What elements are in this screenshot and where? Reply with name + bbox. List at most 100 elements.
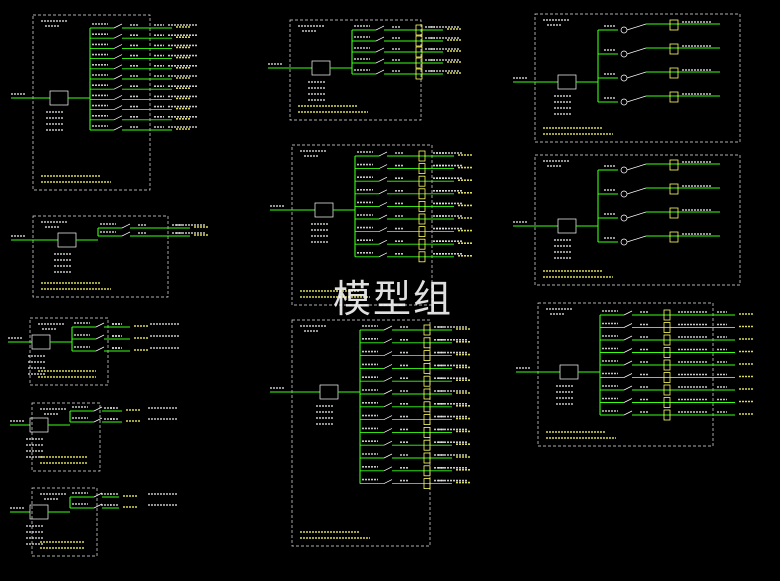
circuit-row (360, 375, 470, 387)
rcd-symbol (418, 251, 426, 263)
rcd-symbol (415, 46, 423, 58)
breaker-contact (378, 239, 388, 245)
breaker-contact (93, 492, 103, 498)
circuit-row (355, 200, 472, 212)
panel-p9 (516, 302, 753, 447)
breaker-contact (378, 151, 388, 157)
circuit-row (360, 362, 470, 374)
circuit-row (98, 223, 208, 229)
rcd-symbol (415, 57, 423, 69)
breaker-contact (113, 44, 123, 49)
circuit-row (90, 43, 198, 49)
rcd-symbol (415, 68, 423, 80)
breaker-contact (383, 325, 393, 331)
panel-frame (31, 402, 101, 472)
rcd-symbol (663, 322, 671, 333)
switch-contact (626, 47, 647, 55)
rcd-symbol (415, 24, 423, 36)
breaker-contact (93, 417, 103, 423)
rcd-symbol (418, 188, 426, 200)
main-switch (49, 90, 69, 106)
breaker-contact (95, 346, 105, 352)
relay-box (669, 159, 679, 171)
breaker-contact (93, 503, 103, 509)
panel-p6 (513, 154, 741, 286)
rcd-symbol (663, 359, 671, 371)
rcd-symbol (418, 200, 426, 212)
breaker-contact (383, 415, 393, 420)
main-switch (29, 504, 49, 520)
panel-p10 (10, 402, 178, 472)
breaker-contact (623, 360, 633, 366)
breaker-contact (623, 348, 633, 353)
breaker-contact (623, 310, 633, 316)
rcd-symbol (663, 384, 671, 396)
breaker-contact (623, 398, 633, 403)
rcd-symbol (423, 375, 431, 387)
breaker-contact (375, 36, 385, 42)
breaker-contact (383, 338, 393, 344)
breaker-contact (623, 373, 633, 378)
panel-frame (537, 302, 714, 447)
relay-box (669, 67, 679, 79)
circuit-row (352, 68, 461, 80)
switch-contact (626, 235, 647, 243)
circuit-row (70, 492, 178, 498)
switch-contact (626, 163, 647, 171)
relay-box (669, 207, 679, 219)
circuit-row (90, 23, 198, 29)
panel-p1 (11, 14, 198, 191)
circuit-row (598, 207, 720, 222)
breaker-contact (375, 47, 385, 53)
panel-p4 (11, 215, 208, 298)
panel-p11 (10, 487, 178, 557)
coil-symbol (620, 98, 628, 106)
rcd-symbol (415, 35, 423, 47)
rcd-symbol (423, 452, 431, 464)
circuit-row (360, 388, 470, 400)
rcd-symbol (418, 163, 426, 175)
breaker-contact (113, 23, 123, 29)
breaker-contact (93, 406, 103, 412)
breaker-contact (378, 176, 388, 182)
rcd-symbol (423, 465, 431, 477)
rcd-symbol (423, 439, 431, 451)
rcd-symbol (663, 409, 671, 421)
coil-symbol (620, 214, 628, 222)
rcd-symbol (418, 150, 426, 162)
panel-frame (29, 317, 109, 386)
rcd-symbol (423, 362, 431, 374)
circuit-row (90, 74, 198, 80)
circuit-row (360, 337, 470, 349)
circuit-row (355, 251, 472, 263)
panel-frame (32, 215, 169, 298)
breaker-contact (383, 376, 393, 382)
relay-box (669, 19, 679, 31)
circuit-row (600, 334, 753, 346)
panel-p2 (268, 19, 461, 121)
circuit-row (355, 188, 472, 200)
coil-symbol (620, 166, 628, 174)
switch-contact (626, 211, 647, 219)
circuit-row (90, 115, 198, 121)
main-switch (559, 364, 579, 380)
switch-contact (626, 23, 647, 31)
breaker-contact (623, 410, 633, 416)
panel-frame (534, 154, 741, 286)
panel-frame (289, 19, 422, 121)
rcd-symbol (423, 478, 431, 490)
circuit-row (600, 372, 753, 383)
breaker-contact (113, 54, 123, 59)
breaker-contact (378, 214, 388, 220)
circuit-row (360, 465, 470, 477)
rcd-symbol (418, 238, 426, 250)
main-switch (29, 417, 49, 433)
coil-symbol (620, 74, 628, 82)
breaker-contact (383, 453, 393, 459)
breaker-contact (121, 231, 131, 237)
main-switch (31, 334, 51, 350)
switch-contact (626, 187, 647, 195)
breaker-contact (375, 25, 385, 31)
breaker-contact (623, 323, 633, 328)
panel-frame (534, 13, 741, 143)
